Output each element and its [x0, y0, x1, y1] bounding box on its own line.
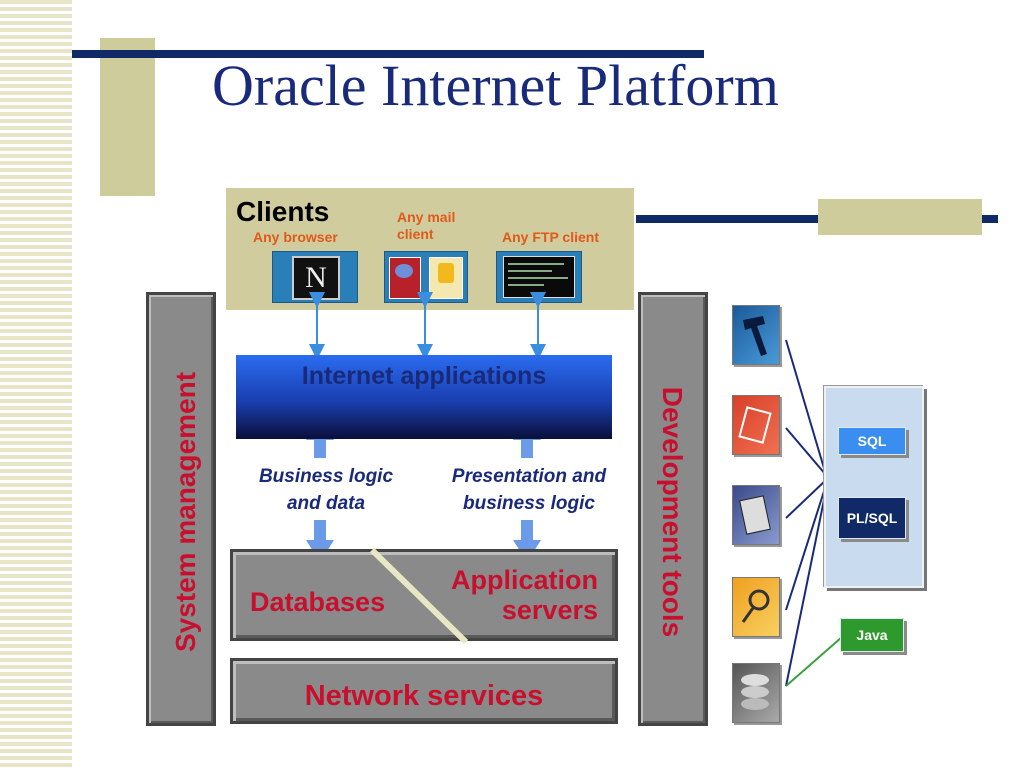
page-title: Oracle Internet Platform [212, 53, 779, 118]
internet-applications-box [236, 355, 612, 439]
app-servers-line-2: servers [501, 595, 598, 625]
ftp-label: Any FTP client [502, 229, 599, 245]
network-services-label: Network services [304, 680, 544, 712]
title-navy-rule [72, 50, 704, 58]
hammer-tool-icon [732, 305, 780, 365]
java-badge: Java [840, 618, 904, 652]
presentation-line-2: business logic [463, 493, 595, 514]
decorative-stripes [0, 0, 72, 768]
browser-label: Any browser [253, 229, 338, 245]
form-builder-icon [732, 395, 780, 455]
business-logic-label: Business logic and data [236, 463, 416, 517]
internet-applications-label: Internet applications [301, 362, 547, 390]
databases-appservers-box [230, 549, 618, 641]
development-tools-bar [638, 292, 708, 726]
application-servers-label: Application servers [426, 565, 598, 625]
outlook-icon [429, 257, 463, 299]
business-logic-line-1: Business logic [258, 466, 394, 487]
title-tan-block [100, 38, 155, 196]
java-cup-icon [732, 663, 780, 723]
databases-label: Databases [250, 587, 386, 617]
network-services-box [230, 658, 618, 724]
right-navy-rule [636, 215, 998, 223]
sql-badge: SQL [838, 427, 906, 455]
presentation-line-1: Presentation and [451, 466, 607, 487]
document-tool-icon [732, 485, 780, 545]
right-tan-block [818, 199, 982, 235]
mail-label: Any mail client [397, 209, 456, 242]
plsql-badge: PL/SQL [838, 497, 906, 539]
magnifier-tool-icon [732, 577, 780, 637]
clients-label: Clients [236, 196, 330, 227]
languages-panel [824, 386, 924, 588]
presentation-logic-label: Presentation and business logic [432, 463, 626, 517]
eudora-icon [389, 257, 421, 299]
business-logic-line-2: and data [286, 493, 366, 514]
system-management-bar [146, 292, 216, 726]
app-servers-line-1: Application [451, 565, 598, 595]
